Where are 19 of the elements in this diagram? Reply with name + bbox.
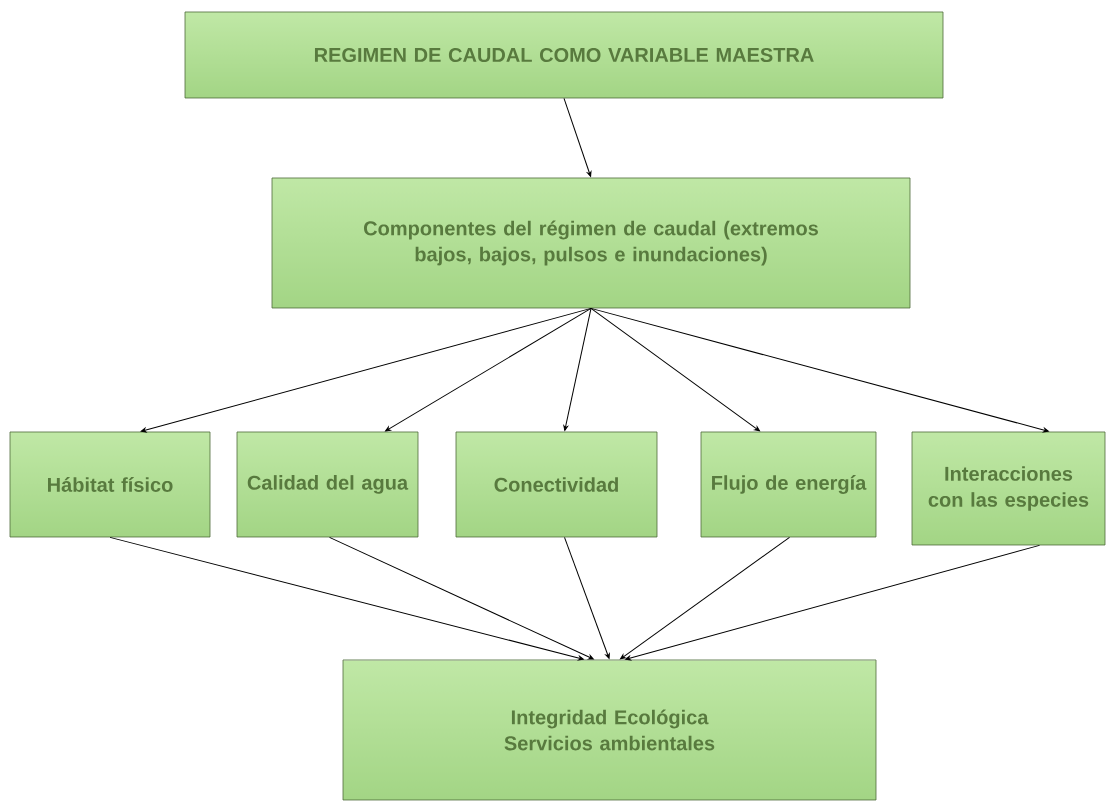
title-box: REGIMEN DE CAUDAL COMO VARIABLE MAESTRA	[184, 11, 944, 99]
arrow	[590, 307, 1049, 433]
arrow	[563, 97, 592, 177]
arrow	[329, 536, 594, 660]
result-box: Integridad Ecológica Servicios ambientales	[342, 659, 877, 801]
arrow	[109, 536, 584, 661]
arrow	[590, 307, 760, 432]
process-box: Componentes del régimen de caudal (extremos bajos, bajos, pulsos e inundaciones)	[271, 177, 911, 309]
process-box: Flujo de energía	[700, 431, 877, 538]
arrow	[140, 307, 592, 433]
process-box: Interacciones con las especies	[911, 431, 1106, 546]
arrow	[563, 307, 592, 431]
arrow	[620, 536, 790, 660]
process-box: Conectividad	[455, 431, 658, 538]
process-box: Hábitat físico	[9, 431, 211, 538]
process-box: Calidad del agua	[236, 431, 419, 538]
arrow	[564, 536, 610, 659]
arrow	[385, 307, 592, 432]
arrow	[625, 544, 1040, 661]
